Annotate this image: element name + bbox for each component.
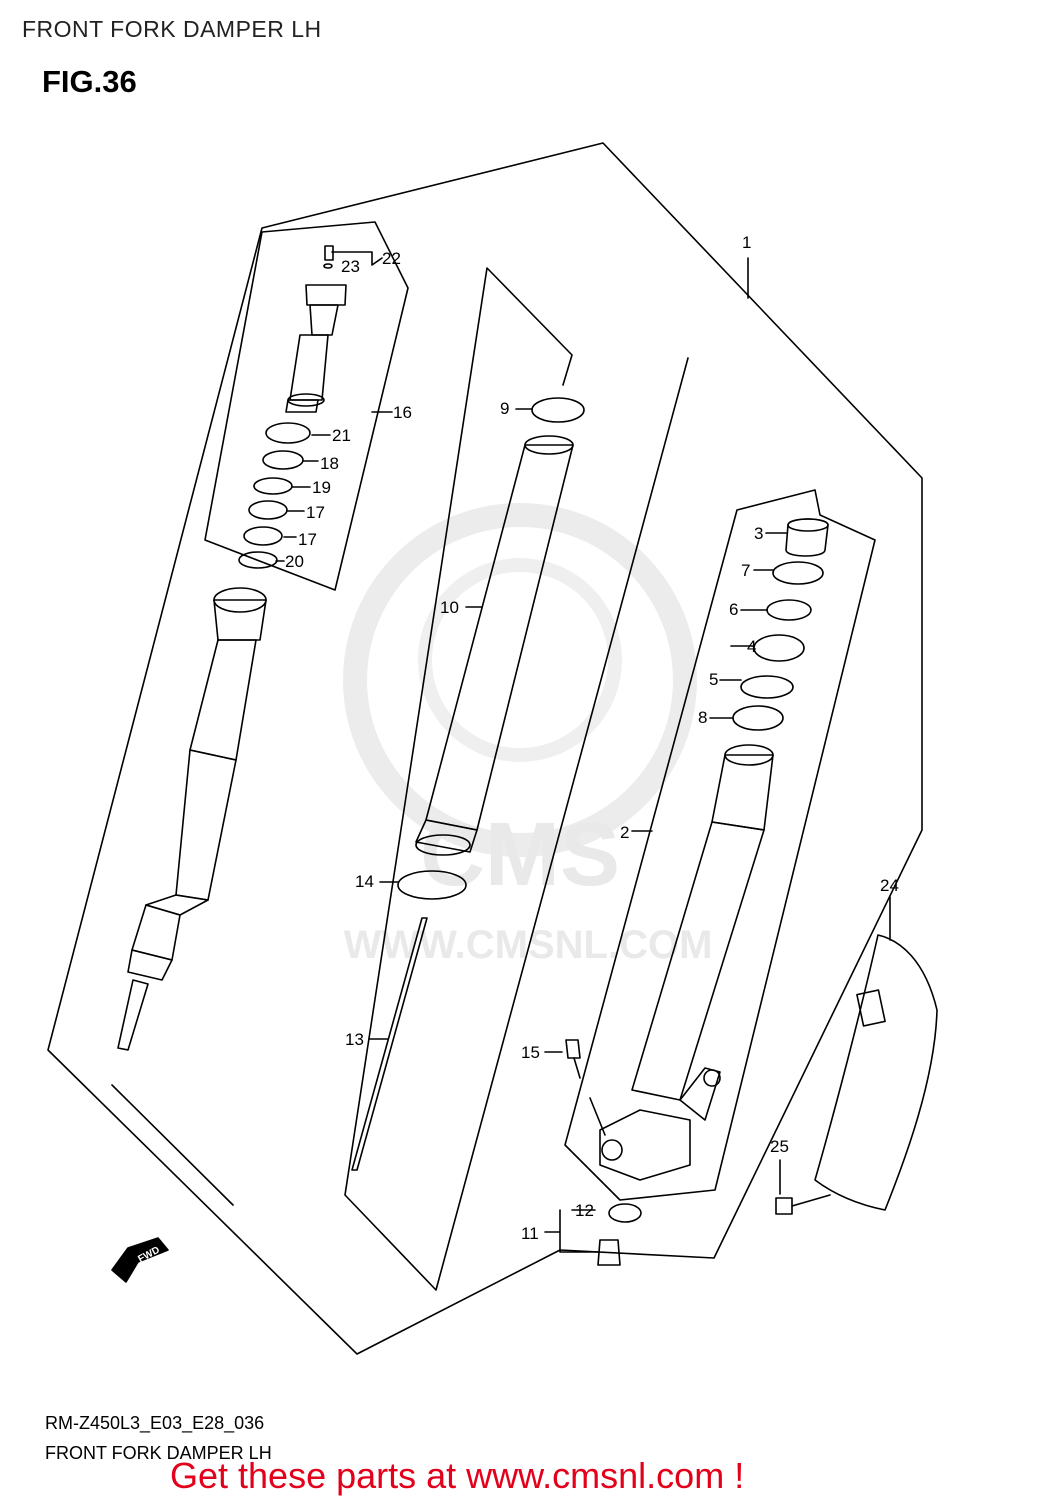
lower-tube-assembly (589, 744, 774, 1181)
callout-11: 11 (521, 1224, 539, 1243)
diagram-code: RM-Z450L3_E03_E28_036 (45, 1413, 265, 1433)
group-outline-outer-tube (344, 267, 689, 1291)
callout-3: 3 (754, 524, 763, 543)
callout-13: 13 (345, 1030, 364, 1049)
callout-1: 1 (742, 233, 751, 252)
callout-21: 21 (332, 426, 351, 445)
bolt-25 (775, 1197, 793, 1215)
callout-8: 8 (698, 708, 707, 727)
ring-17b (243, 526, 283, 546)
callout-18: 18 (320, 454, 339, 473)
bolt-15 (565, 1039, 581, 1059)
callout-17b: 17 (298, 530, 317, 549)
washer-19 (253, 477, 293, 495)
callout-22: 22 (382, 249, 401, 268)
diagram-name: FRONT FORK DAMPER LH (45, 1443, 272, 1463)
watermark-url: WWW.CMSNL.COM (344, 923, 713, 967)
dust-seal-8 (732, 705, 784, 731)
bushing-7 (772, 561, 824, 585)
fork-guard-24 (814, 934, 938, 1211)
callout-4: 4 (747, 637, 756, 656)
assembly-boundary-outer (47, 142, 923, 1355)
callout-15: 15 (521, 1043, 540, 1062)
callout-5: 5 (709, 670, 718, 689)
stopper-ring-5 (740, 675, 794, 699)
washer-20 (238, 551, 278, 569)
callout-20: 20 (285, 552, 304, 571)
inner-fork-assembly (117, 587, 267, 1051)
ring-18 (262, 450, 304, 470)
group-outline-lower-tube (564, 489, 876, 1201)
callout-14: 14 (355, 872, 374, 891)
callout-24: 24 (880, 876, 899, 895)
oil-seal-4 (753, 634, 805, 662)
ring-9 (531, 397, 585, 423)
watermark: CMS WWW.CMSNL.COM (343, 503, 713, 967)
o-ring-12 (608, 1203, 642, 1223)
callout-2: 2 (620, 823, 629, 842)
callout-16: 16 (393, 403, 412, 422)
ring-17a (248, 500, 288, 520)
forward-direction-marker (111, 1237, 169, 1283)
group-outline-damper-16 (204, 221, 409, 591)
callout-25: 25 (770, 1137, 789, 1156)
callout-17a: 17 (306, 503, 325, 522)
outer-tube (415, 435, 574, 856)
callout-7: 7 (741, 561, 750, 580)
callout-12: 12 (575, 1201, 594, 1220)
callout-9: 9 (500, 399, 509, 418)
callout-23: 23 (341, 257, 360, 276)
group-outline-left-panel (111, 1084, 234, 1206)
bushing-3 (785, 518, 829, 557)
callout-10: 10 (440, 598, 459, 617)
page-title: FRONT FORK DAMPER LH (22, 16, 322, 42)
callout-19: 19 (312, 478, 331, 497)
rod-13 (351, 917, 428, 1171)
figure-number: FIG.36 (42, 64, 137, 99)
callout-6: 6 (729, 600, 738, 619)
ring-14 (397, 870, 467, 900)
bolt-11 (597, 1239, 621, 1266)
o-ring-21 (265, 422, 311, 444)
cta-link[interactable]: Get these parts at www.cmsnl.com ! (170, 1455, 745, 1496)
damper-cartridge (285, 245, 347, 413)
washer-6 (766, 599, 812, 621)
callout-labels: 1 2 3 4 5 6 7 8 9 10 11 12 13 14 15 16 1… (285, 233, 899, 1243)
